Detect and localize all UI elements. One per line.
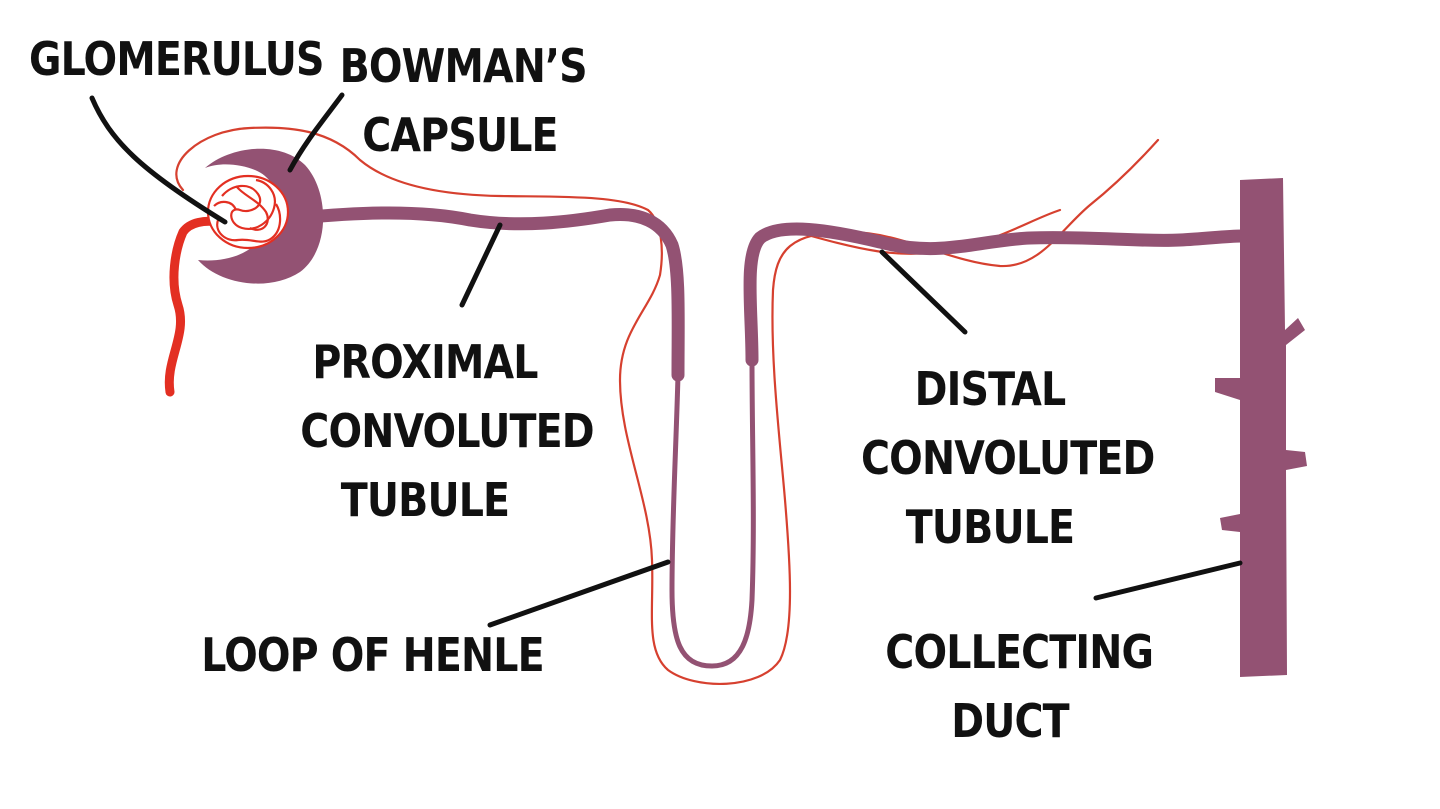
bowmans-capsule-label-line2: CAPSULE (362, 108, 558, 162)
proximal-convoluted-tubule (293, 206, 685, 382)
glomerulus-pointer (89, 95, 228, 225)
collecting-duct-label-line2: DUCT (951, 694, 1069, 748)
proximal-tubule-pointer (459, 222, 503, 308)
bowmans-capsule-pointer (287, 92, 345, 173)
collecting-duct-label: COLLECTING DUCT (885, 618, 1154, 756)
loop-of-henle (669, 357, 756, 669)
bowmans-capsule (198, 148, 324, 284)
collecting-duct-pointer (1093, 560, 1243, 601)
bowmans-capsule-label-line1: BOWMAN’S (339, 39, 588, 93)
proximal-label-line3: TUBULE (340, 473, 510, 527)
collecting-duct (1215, 178, 1307, 677)
distal-tubule-pointer (879, 249, 968, 335)
proximal-label-line2: CONVOLUTED (300, 404, 594, 458)
pointer-lines (89, 92, 1243, 628)
glomerulus (206, 174, 290, 250)
distal-label-line1: DISTAL (914, 362, 1066, 416)
afferent-arteriole (164, 216, 223, 397)
proximal-label-line1: PROXIMAL (312, 335, 538, 389)
bowmans-capsule-label: BOWMAN’S CAPSULE (339, 32, 588, 170)
proximal-convoluted-tubule-label: PROXIMAL CONVOLUTED TUBULE (300, 328, 594, 535)
collecting-duct-label-line1: COLLECTING (885, 625, 1154, 679)
loop-of-henle-label: LOOP OF HENLE (201, 628, 544, 682)
glomerulus-label: GLOMERULUS (29, 32, 325, 86)
loop-of-henle-pointer (487, 559, 671, 628)
nephron-tubule (293, 206, 1249, 669)
distal-convoluted-tubule (743, 222, 1249, 367)
distal-label-line2: CONVOLUTED (861, 431, 1155, 485)
distal-label-line3: TUBULE (905, 500, 1075, 554)
distal-convoluted-tubule-label: DISTAL CONVOLUTED TUBULE (861, 355, 1155, 562)
